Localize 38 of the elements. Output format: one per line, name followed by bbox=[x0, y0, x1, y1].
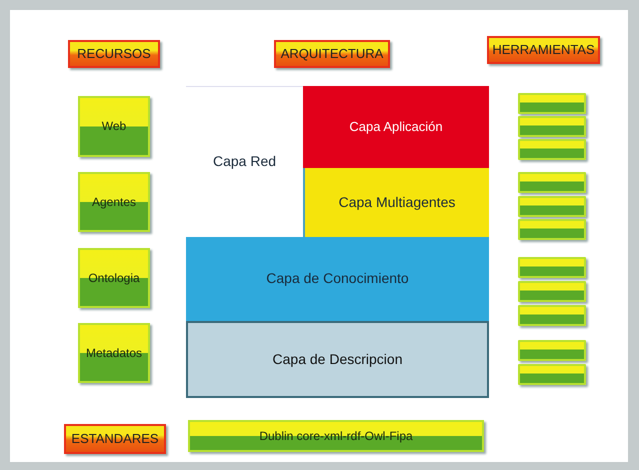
layer-box bbox=[303, 168, 489, 237]
resource-box bbox=[78, 96, 150, 157]
resource-box bbox=[188, 420, 484, 452]
tool-box bbox=[518, 305, 586, 326]
box-label: Dublin core-xml-rdf-Owl-Fipa bbox=[259, 428, 413, 444]
resource-box bbox=[78, 323, 150, 383]
box-label: Capa de Descripcion bbox=[272, 350, 402, 368]
box-label: Capa Red bbox=[212, 153, 276, 171]
tool-box bbox=[518, 172, 586, 193]
box-label: Capa Aplicación bbox=[349, 118, 443, 136]
box-label: HERRAMIENTAS bbox=[492, 42, 595, 58]
box-label: RECURSOS bbox=[77, 46, 151, 62]
box-label: Agentes bbox=[92, 194, 136, 210]
box-label: Capa de Conocimiento bbox=[266, 270, 409, 288]
tool-box bbox=[518, 257, 586, 278]
box-label: Ontologia bbox=[88, 270, 140, 286]
tool-box bbox=[518, 116, 586, 137]
box-label: Capa Multiagentes bbox=[338, 194, 456, 212]
layer-box bbox=[186, 321, 489, 398]
tool-box bbox=[518, 219, 586, 240]
tool-box bbox=[518, 281, 586, 302]
resource-box bbox=[78, 248, 150, 308]
header-box bbox=[64, 424, 166, 454]
header-box bbox=[68, 40, 160, 68]
resource-box bbox=[78, 172, 150, 232]
tool-box bbox=[518, 93, 586, 114]
box-label: Web bbox=[102, 119, 126, 134]
header-box bbox=[274, 40, 390, 68]
box-label: ESTANDARES bbox=[71, 430, 159, 448]
tool-box bbox=[518, 139, 586, 160]
tool-box bbox=[518, 364, 586, 385]
layer-box bbox=[303, 86, 489, 168]
header-box bbox=[487, 36, 600, 64]
tool-box bbox=[518, 340, 586, 361]
tool-box bbox=[518, 196, 586, 217]
box-label: Metadatos bbox=[86, 346, 142, 360]
box-label: ARQUITECTURA bbox=[280, 46, 384, 62]
layer-box bbox=[186, 237, 489, 321]
